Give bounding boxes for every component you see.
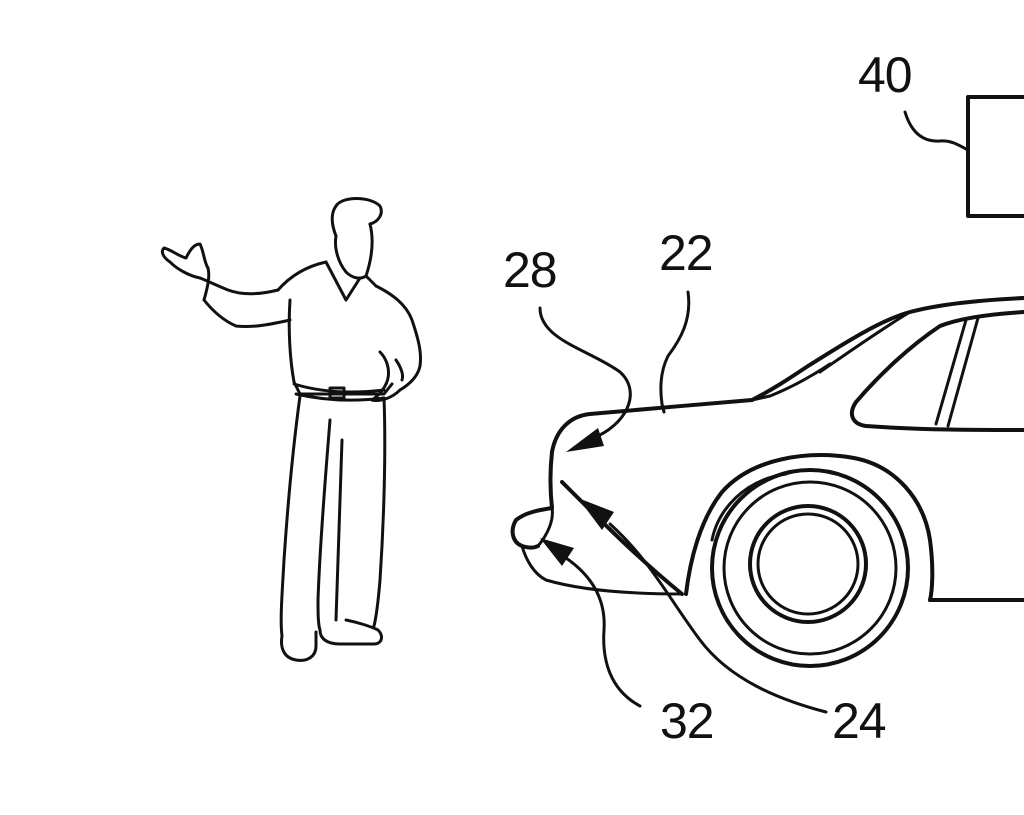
leader-line-40 [903, 110, 970, 152]
ref-numeral-28: 28 [503, 242, 557, 298]
person-figure [160, 197, 422, 662]
leader-line-28 [538, 306, 632, 452]
ref-numeral-32: 32 [660, 693, 714, 749]
leader-line-32 [540, 538, 642, 708]
controller-box [966, 95, 1024, 218]
ref-numeral-24: 24 [832, 693, 886, 749]
leader-line-22 [659, 290, 691, 406]
ref-numeral-40: 40 [858, 47, 912, 103]
ref-numeral-22: 22 [659, 225, 713, 281]
leader-line-24 [578, 498, 828, 714]
vehicle [510, 296, 1024, 668]
